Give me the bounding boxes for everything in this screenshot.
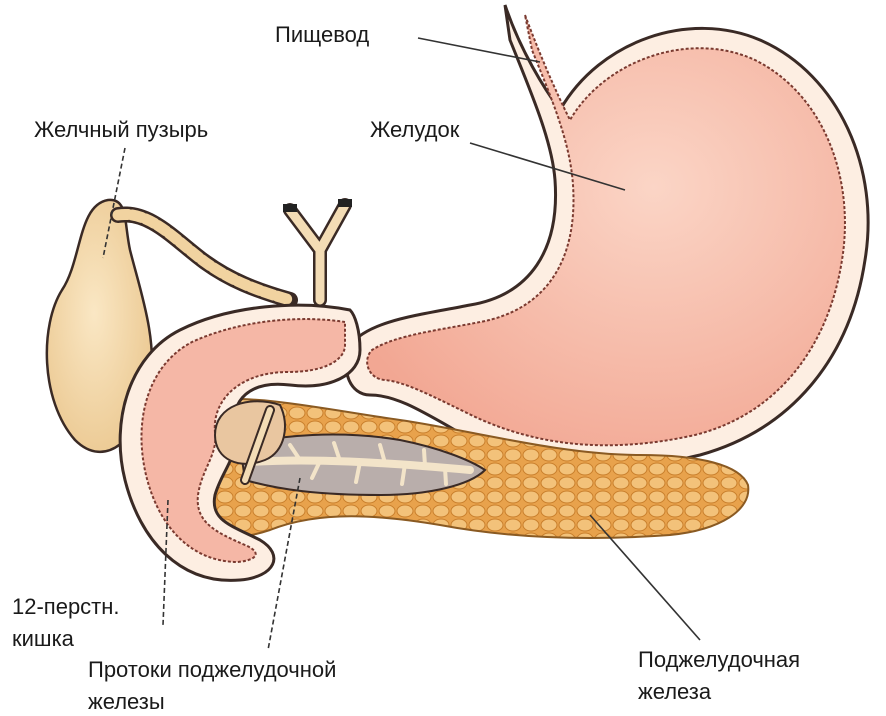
pancreas-label-line2: железа <box>638 679 711 705</box>
pancreas-label-line1: Поджелудочная <box>638 647 800 673</box>
esophagus-label: Пищевод <box>275 22 369 48</box>
duodenum-label-line2: кишка <box>12 626 74 652</box>
ducts-label-line1: Протоки поджелудочной <box>88 657 336 683</box>
stomach-label: Желудок <box>370 117 459 143</box>
duodenum-label-line1: 12-перстн. <box>12 594 120 620</box>
stomach <box>346 5 868 467</box>
gallbladder-label: Желчный пузырь <box>34 117 208 143</box>
ducts-label-line2: железы <box>88 689 165 715</box>
